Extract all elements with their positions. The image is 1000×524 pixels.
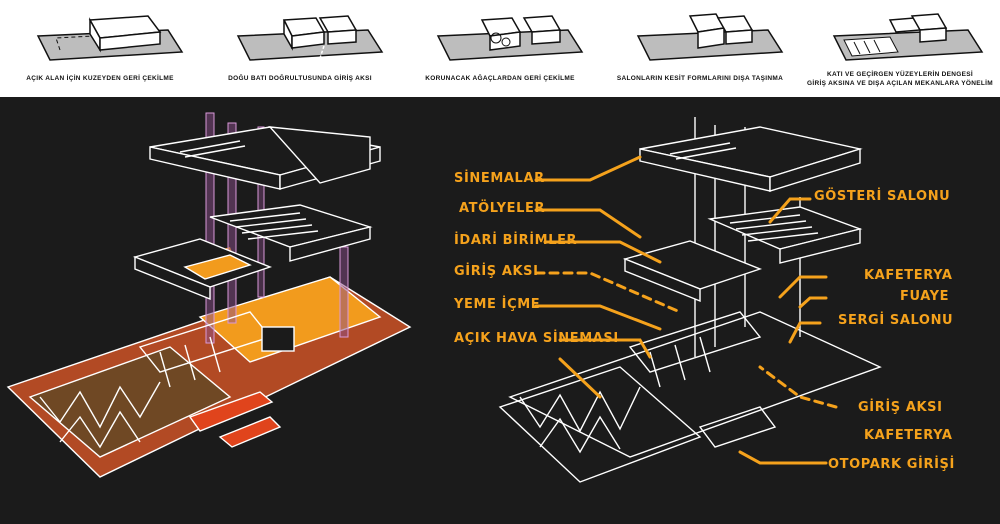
massing-sketch-5 (832, 13, 984, 61)
label-fuaye: FUAYE (900, 289, 950, 304)
left-axonometric (6, 112, 412, 478)
massing-sketch-2 (236, 15, 384, 61)
massing-sketch-4 (636, 13, 784, 61)
concept-step-1: AÇIK ALAN İÇİN KUZEYDEN GERİ ÇEKİLME (0, 0, 200, 97)
label-gosteri-salonu: GÖSTERİ SALONU (814, 189, 951, 204)
massing-sketch-1 (36, 15, 184, 61)
label-kafeterya-bottom: KAFETERYA (864, 428, 953, 443)
massing-sketch-3 (436, 15, 584, 61)
label-acik-hava-sinemasi: AÇIK HAVA SİNEMASI (454, 331, 619, 346)
axonometric-drawings (6, 112, 882, 483)
concept-caption-1: AÇIK ALAN İÇİN KUZEYDEN GERİ ÇEKİLME (26, 75, 174, 82)
concept-caption-5: KATI VE GEÇİRGEN YÜZEYLERİN DENGESİ GİRİ… (800, 70, 1000, 88)
label-giris-aksi-right: GİRİŞ AKSI (858, 400, 943, 415)
concept-strip: AÇIK ALAN İÇİN KUZEYDEN GERİ ÇEKİLME DOĞ… (0, 0, 1000, 97)
label-giris-aksi-left: GİRİŞ AKSI (454, 264, 539, 279)
concept-step-2: DOĞU BATI DOĞRULTUSUNDA GİRİŞ AKSI (200, 0, 400, 97)
label-kafeterya-top: KAFETERYA (864, 268, 953, 283)
concept-caption-3: KORUNACAK AĞAÇLARDAN GERİ ÇEKİLME (425, 75, 575, 82)
label-otopark-girisi: OTOPARK GİRİŞİ (828, 457, 955, 472)
label-atolyeler: ATÖLYELER (459, 201, 546, 216)
concept-step-4: SALONLARIN KESİT FORMLARINI DIŞA TAŞINMA (600, 0, 800, 97)
leader-lines (534, 155, 838, 465)
concept-caption-5-line-2: GİRİŞ AKSINA VE DIŞA AÇILAN MEKANLARA YÖ… (807, 80, 993, 87)
concept-caption-2: DOĞU BATI DOĞRULTUSUNDA GİRİŞ AKSI (228, 75, 372, 82)
concept-step-5: KATI VE GEÇİRGEN YÜZEYLERİN DENGESİ GİRİ… (800, 0, 1000, 97)
label-idari-birimler: İDARİ BİRİMLER (454, 233, 578, 248)
axonometric-panel: SİNEMALAR ATÖLYELER İDARİ BİRİMLER GİRİŞ… (0, 97, 1000, 524)
concept-step-3: KORUNACAK AĞAÇLARDAN GERİ ÇEKİLME (400, 0, 600, 97)
label-yeme-icme: YEME İÇME (454, 297, 541, 312)
right-axonometric (498, 117, 882, 483)
concept-caption-5-line-1: KATI VE GEÇİRGEN YÜZEYLERİN DENGESİ (826, 71, 974, 78)
label-sinemalar: SİNEMALAR (454, 171, 545, 186)
concept-caption-4: SALONLARIN KESİT FORMLARINI DIŞA TAŞINMA (616, 75, 784, 82)
label-sergi-salonu: SERGİ SALONU (838, 313, 954, 328)
